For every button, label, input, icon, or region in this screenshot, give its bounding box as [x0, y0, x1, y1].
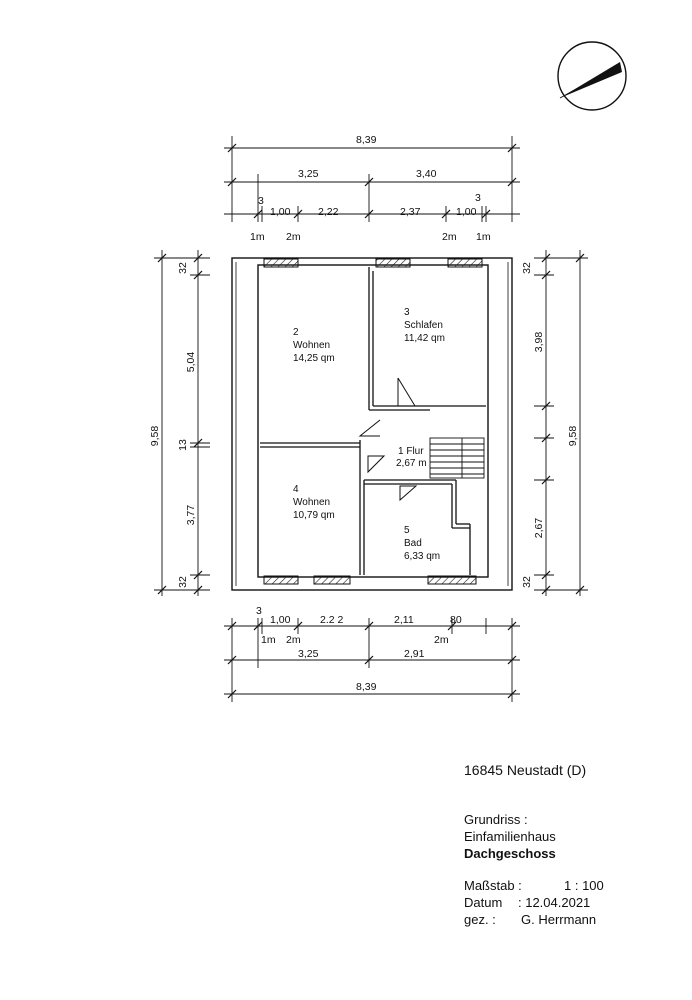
- dim-left-seg-3: 13: [177, 439, 189, 451]
- room-2-area: 14,25 qm: [293, 353, 335, 364]
- dim-top-detail-2: 1,00: [270, 206, 291, 218]
- dimension-labels: 8,39 3,25 3,40 3 1,00 2,22 2,37 1,00 3 1…: [149, 134, 579, 693]
- door-swing: [397, 377, 416, 407]
- building-type: Einfamilienhaus: [464, 829, 556, 844]
- room-2-number: 2: [293, 327, 299, 338]
- dim-top-seg-1: 3,25: [298, 168, 319, 180]
- window: [447, 258, 483, 268]
- dim-top-height-4: 1m: [476, 231, 491, 243]
- dim-left-seg-5: 32: [177, 576, 189, 588]
- dim-bottom-detail-3: 2.2 2: [320, 614, 344, 626]
- room-1-area: 2,67 m: [396, 458, 427, 469]
- room-4-name: Wohnen: [293, 497, 330, 508]
- door-swing: [358, 419, 381, 437]
- dim-bottom-detail-4: 2,11: [394, 614, 414, 626]
- dim-top-detail-3: 2,22: [318, 206, 339, 218]
- date-value: : 12.04.2021: [518, 895, 591, 910]
- room-5-name: Bad: [404, 538, 422, 549]
- room-labels: 2 Wohnen 14,25 qm 3 Schlafen 11,42 qm 1 …: [293, 307, 445, 562]
- dim-top-height-3: 2m: [442, 231, 457, 243]
- dim-top-total: 8,39: [356, 134, 377, 146]
- dim-right-seg-3: 2,67: [533, 518, 545, 539]
- dim-left-seg-4: 3,77: [185, 505, 197, 526]
- dim-top-height-2: 2m: [286, 231, 301, 243]
- date-label: Datum: [464, 895, 503, 910]
- dim-right-seg-4: 32: [521, 576, 533, 588]
- dim-left-total: 9,58: [149, 426, 161, 447]
- dim-right-seg-2: 3,98: [533, 332, 545, 353]
- dimension-lines: [154, 136, 588, 702]
- scale-label: Maßstab :: [464, 878, 522, 893]
- dim-bottom-height-1: 1m: [261, 634, 276, 646]
- dim-bottom-detail-1: 3: [256, 605, 262, 617]
- scale-value: 1 : 100: [564, 878, 604, 893]
- dim-top-detail-1: 3: [258, 195, 264, 207]
- room-4-area: 10,79 qm: [293, 510, 335, 521]
- window: [313, 575, 351, 585]
- floor-name: Dachgeschoss: [464, 846, 556, 861]
- room-5-number: 5: [404, 525, 410, 536]
- author-label: gez. :: [464, 912, 496, 927]
- interior-walls: [260, 267, 486, 575]
- dim-right-total: 9,58: [567, 426, 579, 447]
- room-3-name: Schlafen: [404, 320, 443, 331]
- dim-bottom-seg-2: 2,91: [404, 648, 425, 660]
- room-2-name: Wohnen: [293, 340, 330, 351]
- room-5-area: 6,33 qm: [404, 551, 440, 562]
- window: [263, 575, 299, 585]
- room-1-name: Flur: [406, 446, 424, 457]
- dim-bottom-detail-5: 80: [450, 614, 462, 626]
- room-3-area: 11,42 qm: [404, 333, 445, 344]
- dim-left-seg-2: 5,04: [185, 352, 197, 373]
- window: [375, 258, 411, 268]
- dim-top-height-1: 1m: [250, 231, 265, 243]
- stair: [429, 437, 485, 479]
- room-1-label: 1 Flur: [398, 446, 424, 457]
- drawing-type: Grundriss :: [464, 812, 528, 827]
- dim-top-detail-5: 1,00: [456, 206, 477, 218]
- dim-bottom-total: 8,39: [356, 681, 377, 693]
- dim-bottom-detail-2: 1,00: [270, 614, 291, 626]
- author-value: G. Herrmann: [521, 912, 597, 927]
- dim-bottom-height-2: 2m: [286, 634, 301, 646]
- window: [427, 575, 477, 585]
- dim-bottom-height-3: 2m: [434, 634, 449, 646]
- dim-top-detail-4: 2,37: [400, 206, 421, 218]
- dim-top-seg-2: 3,40: [416, 168, 437, 180]
- door-swing: [399, 485, 418, 502]
- window: [263, 258, 299, 268]
- dim-bottom-seg-1: 3,25: [298, 648, 319, 660]
- door-swing: [367, 455, 386, 474]
- doors: [358, 377, 418, 502]
- compass-needle-icon: [557, 41, 627, 111]
- windows: [263, 258, 483, 585]
- room-1-number: 1: [398, 446, 404, 457]
- room-4-number: 4: [293, 484, 299, 495]
- dim-right-seg-1: 32: [521, 262, 533, 274]
- building-outline: [231, 257, 513, 591]
- dim-top-detail-6: 3: [475, 192, 481, 204]
- room-3-number: 3: [404, 307, 410, 318]
- dim-left-seg-1: 32: [177, 262, 189, 274]
- address: 16845 Neustadt (D): [464, 762, 587, 778]
- dimension-ticks: [157, 143, 585, 699]
